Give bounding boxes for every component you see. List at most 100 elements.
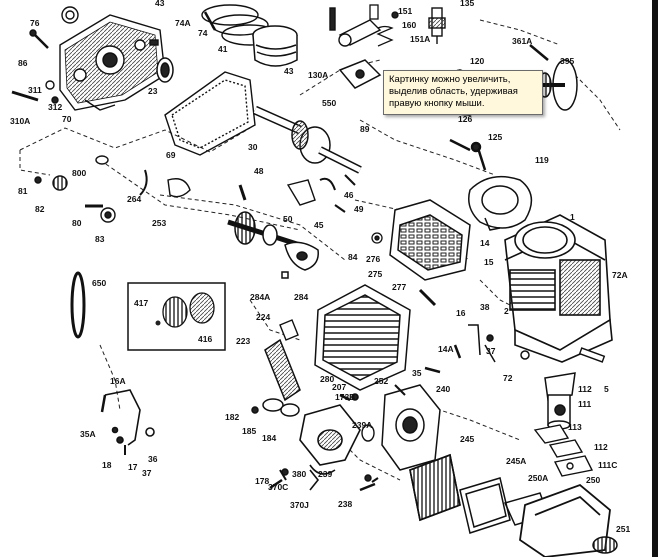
spark-plug-part bbox=[428, 7, 446, 44]
label-185: 185 bbox=[242, 426, 256, 436]
label-45: 45 bbox=[314, 220, 324, 230]
label-284A: 284A bbox=[250, 292, 270, 302]
label-277: 277 bbox=[392, 282, 406, 292]
dowel-pin-part bbox=[578, 347, 606, 363]
label-38: 38 bbox=[480, 302, 490, 312]
label-18: 18 bbox=[102, 460, 112, 470]
label-178: 178 bbox=[255, 476, 269, 486]
label-125: 125 bbox=[488, 132, 502, 142]
label-312: 312 bbox=[48, 102, 62, 112]
label-264: 264 bbox=[127, 194, 141, 204]
label-250A: 250A bbox=[528, 473, 548, 483]
label-120: 120 bbox=[470, 56, 484, 66]
tooltip-line-2: выделив область, удерживая bbox=[389, 86, 518, 97]
label-17: 17 bbox=[128, 462, 138, 472]
carb-small-parts bbox=[279, 424, 379, 483]
label-113: 113 bbox=[568, 422, 582, 432]
label-276: 276 bbox=[366, 254, 380, 264]
pre-filter-part bbox=[459, 477, 511, 534]
label-74: 74 bbox=[198, 28, 208, 38]
label-69: 69 bbox=[166, 150, 176, 160]
label-650: 650 bbox=[92, 278, 106, 288]
zoom-hint-tooltip: Картинку можно увеличить, выделив област… bbox=[383, 70, 543, 115]
label-111: 111 bbox=[578, 399, 592, 409]
label-16A: 16A bbox=[110, 376, 126, 386]
oil-seal-part bbox=[156, 57, 174, 83]
label-130A: 130A bbox=[308, 70, 328, 80]
label-238: 238 bbox=[338, 499, 352, 509]
drive-belt-part bbox=[70, 271, 86, 339]
label-72: 72 bbox=[503, 373, 513, 383]
governor-arm-part bbox=[139, 169, 191, 198]
piston-part bbox=[252, 25, 298, 67]
intake-tube-part bbox=[251, 338, 301, 417]
label-23: 23 bbox=[148, 86, 158, 96]
label-251: 251 bbox=[616, 524, 630, 534]
label-14: 14 bbox=[480, 238, 490, 248]
label-83: 83 bbox=[95, 234, 105, 244]
label-395: 395 bbox=[560, 56, 574, 66]
label-111C: 111C bbox=[598, 460, 617, 470]
label-48: 48 bbox=[254, 166, 264, 176]
crankshaft-part bbox=[253, 105, 362, 174]
label-184: 184 bbox=[262, 433, 276, 443]
screws-bottom bbox=[269, 478, 376, 492]
label-224: 224 bbox=[256, 312, 270, 322]
label-36: 36 bbox=[148, 454, 158, 464]
governor-parts bbox=[34, 155, 116, 223]
air-filter-element-part bbox=[409, 453, 461, 522]
label-16: 16 bbox=[456, 308, 466, 318]
label-284: 284 bbox=[294, 292, 308, 302]
long-bolt-part bbox=[418, 288, 437, 307]
label-207: 207 bbox=[332, 382, 346, 392]
carburetor-part bbox=[299, 393, 361, 491]
label-310A: 310A bbox=[10, 116, 30, 126]
label-800: 800 bbox=[72, 168, 86, 178]
label-361A: 361A bbox=[512, 36, 532, 46]
label-370C: 370C bbox=[268, 482, 288, 492]
label-35A: 35A bbox=[80, 429, 96, 439]
valve-springs-part bbox=[369, 4, 399, 47]
air-cleaner-cover-part bbox=[389, 199, 471, 281]
label-416: 416 bbox=[198, 334, 212, 344]
throttle-control-part bbox=[100, 389, 155, 455]
label-135: 135 bbox=[460, 0, 474, 8]
tooltip-line-3: правую кнопку мыши. bbox=[389, 98, 485, 109]
gear-cover-part bbox=[59, 6, 166, 111]
ignition-module-part bbox=[544, 372, 576, 430]
label-2: 2 bbox=[504, 306, 509, 316]
label-151A: 151A bbox=[410, 34, 430, 44]
label-250: 250 bbox=[586, 475, 600, 485]
label-1: 1 bbox=[570, 212, 575, 222]
exhaust-gasket-part bbox=[279, 319, 299, 341]
label-380: 380 bbox=[292, 469, 306, 479]
connecting-rod-part bbox=[329, 7, 382, 47]
flywheel-key-part bbox=[281, 241, 319, 279]
label-86: 86 bbox=[18, 58, 28, 68]
piston-rings-part bbox=[201, 4, 279, 46]
label-41: 41 bbox=[218, 44, 228, 54]
starter-cup-part bbox=[538, 59, 578, 111]
label-76: 76 bbox=[30, 18, 40, 28]
label-550: 550 bbox=[322, 98, 336, 108]
control-linkage-part bbox=[424, 324, 530, 374]
label-160: 160 bbox=[402, 20, 416, 30]
label-151: 151 bbox=[398, 6, 412, 16]
label-311: 311 bbox=[28, 85, 42, 95]
label-275: 275 bbox=[368, 269, 382, 279]
label-240: 240 bbox=[436, 384, 450, 394]
label-126: 126 bbox=[458, 114, 472, 124]
small-washers bbox=[371, 232, 383, 244]
label-46: 46 bbox=[344, 190, 354, 200]
label-239A: 239A bbox=[352, 420, 372, 430]
label-112a: 112 bbox=[578, 384, 592, 394]
label-30: 30 bbox=[248, 142, 258, 152]
label-89: 89 bbox=[360, 124, 370, 134]
head-gasket-part bbox=[468, 175, 533, 231]
label-43b: 43 bbox=[284, 66, 294, 76]
label-80: 80 bbox=[72, 218, 82, 228]
label-35: 35 bbox=[412, 368, 422, 378]
label-72A: 72A bbox=[612, 270, 628, 280]
